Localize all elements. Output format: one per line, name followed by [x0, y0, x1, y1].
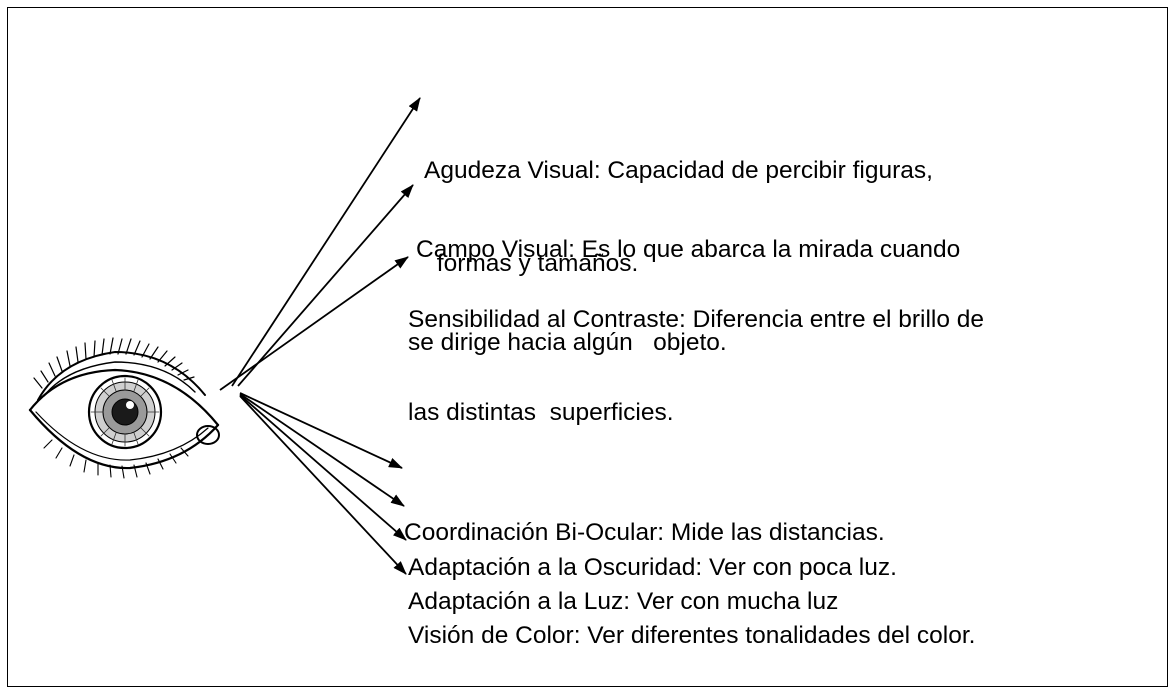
label-line: Adaptación a la Luz: Ver con mucha luz	[408, 588, 839, 615]
arrow-agudeza-visual	[231, 97, 421, 387]
label-line: Sensibilidad al Contraste: Diferencia en…	[408, 306, 985, 333]
label-line: formas y tamaños.	[430, 250, 639, 277]
label-line: se dirige hacia algún objeto.	[408, 329, 727, 356]
arrow-adaptacion-oscuridad	[239, 393, 405, 507]
diagram-frame	[7, 7, 1168, 687]
label-line: las distintas superficies.	[408, 399, 674, 426]
label-adaptacion-oscuridad: Adaptación a la Oscuridad: Ver con poca …	[408, 490, 897, 614]
eye-icon	[28, 337, 220, 479]
arrow-campo-visual	[237, 184, 414, 387]
arrow-coordinacion-bi-ocular	[239, 392, 403, 469]
label-campo-visual: Campo Visual: Es lo que abarca la mirada…	[408, 172, 960, 389]
arrow-vision-color	[239, 395, 407, 575]
label-adaptacion-luz: Adaptación a la Luz: Ver con mucha luz	[408, 524, 838, 648]
label-line: Adaptación a la Oscuridad: Ver con poca …	[408, 554, 897, 581]
label-line: Campo Visual: Es lo que abarca la mirada…	[416, 236, 961, 263]
label-vision-color: Visión de Color: Ver diferentes tonalida…	[408, 558, 975, 682]
label-line: Agudeza Visual: Capacidad de percibir fi…	[424, 157, 933, 184]
label-line: Visión de Color: Ver diferentes tonalida…	[408, 622, 976, 649]
label-agudeza-visual: Agudeza Visual: Capacidad de percibir fi…	[424, 93, 933, 310]
label-line: Coordinación Bi-Ocular: Mide las distanc…	[404, 519, 885, 546]
label-coordinacion-bi-ocular: Coordinación Bi-Ocular: Mide las distanc…	[404, 455, 885, 579]
label-sensibilidad-contraste: Sensibilidad al Contraste: Diferencia en…	[408, 242, 984, 459]
arrow-sensibilidad-contraste	[219, 256, 409, 391]
arrow-adaptacion-luz	[239, 394, 407, 541]
